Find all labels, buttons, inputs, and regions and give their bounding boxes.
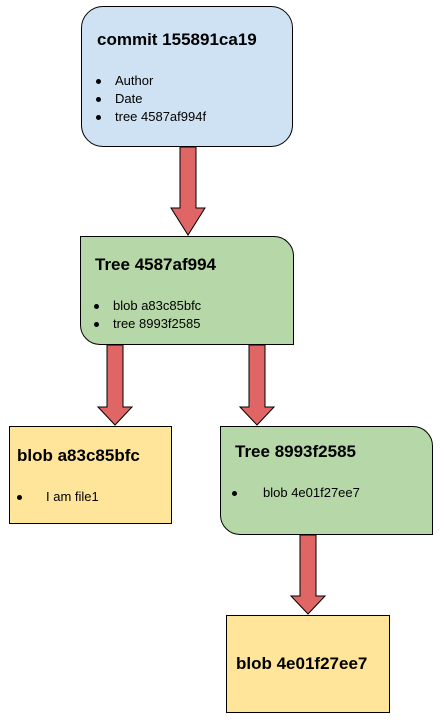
tree-item-blob: blob a83c85bfc [87,297,201,315]
blob-content-list: I am file1 [10,488,99,506]
commit-item-date: Date [89,90,206,108]
tree-node-4587af994: Tree 4587af994 blob a83c85bfc tree 8993f… [80,236,294,345]
blob-content-line: I am file1 [10,488,99,506]
tree-item-subtree: tree 8993f2585 [87,315,201,333]
commit-item-list: Author Date tree 4587af994f [89,72,206,126]
blob-node-4e01f27ee7: blob 4e01f27ee7 [226,615,390,713]
blob-title: blob a83c85bfc [17,446,140,465]
arrow-commit-to-tree [170,146,206,236]
commit-node: commit 155891ca19 Author Date tree 4587a… [81,6,293,147]
subtree-title: Tree 8993f2585 [235,442,356,461]
commit-item-tree: tree 4587af994f [89,108,206,126]
arrow-subtree-to-blob-4e01f27ee7 [289,534,327,615]
tree-title: Tree 4587af994 [95,255,216,274]
blob-bottom-title: blob 4e01f27ee7 [236,654,368,673]
arrow-tree-to-blob-a83c85bfc [96,344,134,426]
blob-node-a83c85bfc: blob a83c85bfc I am file1 [9,426,172,524]
tree-item-list: blob a83c85bfc tree 8993f2585 [87,297,201,333]
arrow-tree-to-subtree [238,344,276,426]
commit-title: commit 155891ca19 [97,30,257,49]
commit-item-author: Author [89,72,206,90]
subtree-item-blob: blob 4e01f27ee7 [225,484,360,502]
tree-node-8993f2585: Tree 8993f2585 blob 4e01f27ee7 [220,426,433,535]
subtree-item-list: blob 4e01f27ee7 [225,484,360,502]
